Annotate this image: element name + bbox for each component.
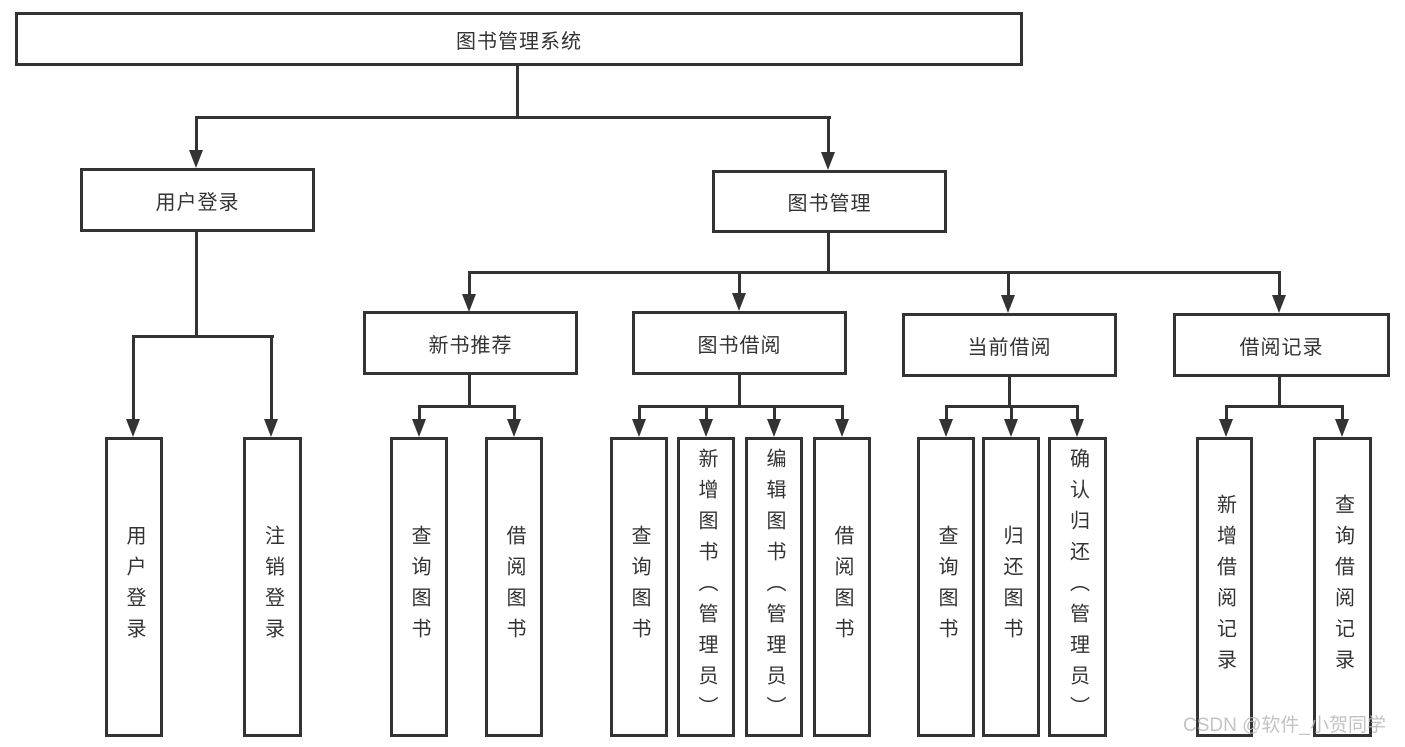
node-user-login-label: 用户登录 <box>155 191 240 214</box>
leaf-borrow-books-label: 借阅图书 <box>831 525 853 649</box>
leaf-add-borrow-record: 新增借阅记录 <box>1196 437 1253 737</box>
leaf-return-books: 归还图书 <box>982 437 1040 737</box>
node-borrow-record: 借阅记录 <box>1173 313 1390 377</box>
leaf-logout-label: 注销登录 <box>261 525 284 649</box>
leaf-confirm-return-admin: 确认归还（管理员） <box>1048 437 1107 737</box>
leaf-return-books-label: 归还图书 <box>1000 525 1022 649</box>
leaf-logout: 注销登录 <box>243 437 302 737</box>
leaf-add-borrow-record-label: 新增借阅记录 <box>1213 494 1236 680</box>
node-book-management: 图书管理 <box>712 170 947 233</box>
csdn-watermark: CSDN @软件_小贺同学 <box>1183 715 1386 736</box>
node-new-book-recommend-label: 新书推荐 <box>428 334 513 357</box>
leaf-query-borrow-record-label: 查询借阅记录 <box>1331 494 1354 680</box>
node-current-borrow: 当前借阅 <box>902 313 1117 377</box>
leaf-confirm-return-admin-label: 确认归还（管理员） <box>1066 447 1089 727</box>
leaf-current-query-books-label: 查询图书 <box>935 525 957 649</box>
node-book-management-label: 图书管理 <box>787 193 872 215</box>
leaf-query-borrow-record: 查询借阅记录 <box>1313 437 1372 737</box>
leaf-current-query-books: 查询图书 <box>917 437 975 737</box>
leaf-recommend-query-books-label: 查询图书 <box>408 525 430 649</box>
node-root-label: 图书管理系统 <box>456 30 582 53</box>
leaf-recommend-query-books: 查询图书 <box>390 437 448 737</box>
node-borrow-record-label: 借阅记录 <box>1239 336 1324 359</box>
leaf-borrow-query-books-label: 查询图书 <box>628 525 650 649</box>
leaf-edit-books-admin: 编辑图书（管理员） <box>745 437 803 737</box>
node-user-login: 用户登录 <box>80 168 315 232</box>
leaf-recommend-borrow-books-label: 借阅图书 <box>503 525 525 649</box>
leaf-add-books-admin-label: 新增图书（管理员） <box>695 447 717 727</box>
node-root-system: 图书管理系统 <box>15 12 1023 66</box>
node-book-borrow-label: 图书借阅 <box>697 334 782 357</box>
leaf-user-login: 用户登录 <box>105 437 163 737</box>
leaf-borrow-books: 借阅图书 <box>813 437 871 737</box>
node-current-borrow-label: 当前借阅 <box>967 336 1052 359</box>
leaf-user-login-label: 用户登录 <box>123 525 145 649</box>
leaf-edit-books-admin-label: 编辑图书（管理员） <box>763 447 785 727</box>
leaf-recommend-borrow-books: 借阅图书 <box>485 437 543 737</box>
leaf-add-books-admin: 新增图书（管理员） <box>677 437 735 737</box>
node-book-borrow: 图书借阅 <box>632 311 847 375</box>
leaf-borrow-query-books: 查询图书 <box>610 437 668 737</box>
node-new-book-recommend: 新书推荐 <box>363 311 578 375</box>
